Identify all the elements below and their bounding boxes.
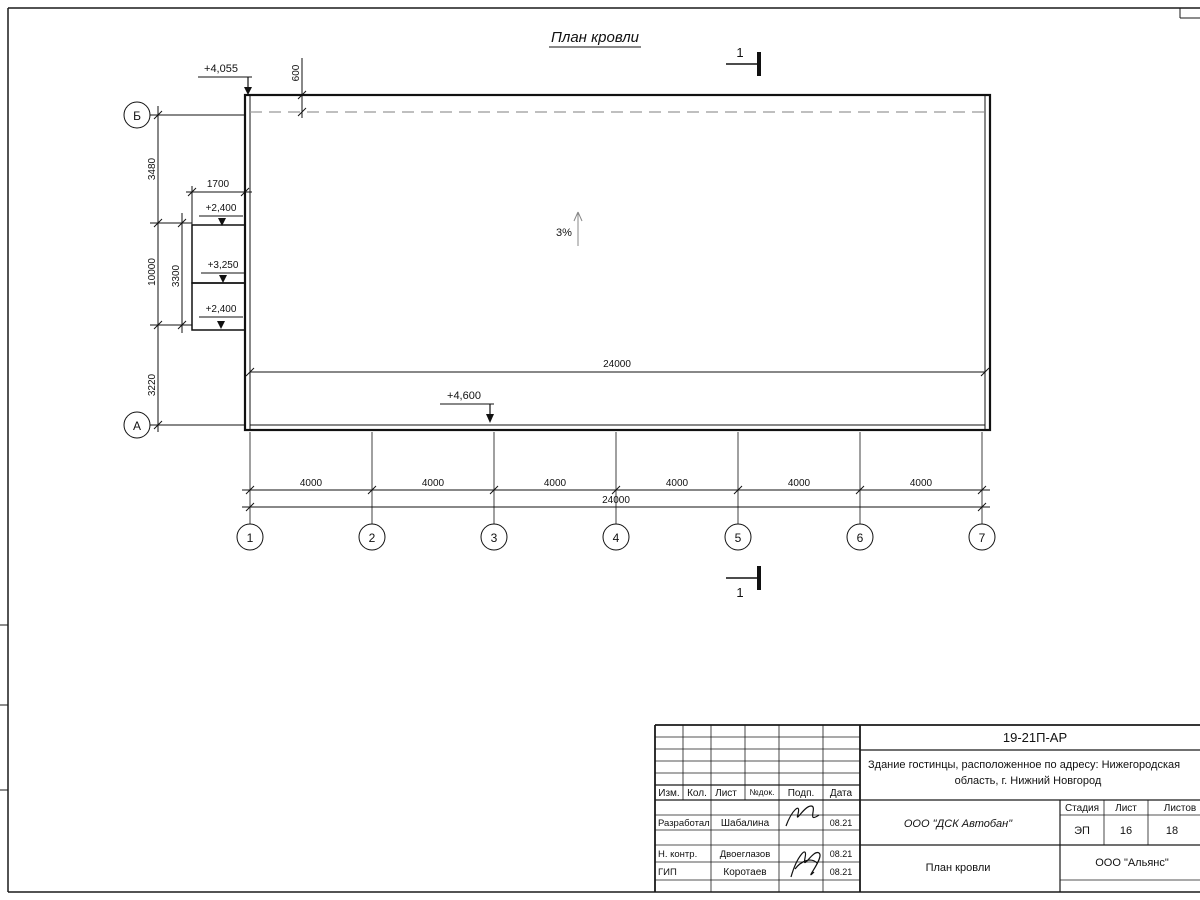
tb-stage-value: ЭП: [1074, 825, 1090, 837]
dim-total-24000: 24000: [602, 495, 630, 506]
row-bubble-a: [123, 411, 151, 439]
dim-4000-6: 4000: [910, 478, 933, 489]
tb-header-izm: Изм.: [658, 788, 679, 799]
dim-left-3480: 3480: [147, 157, 158, 180]
dim-4000-1: 4000: [300, 478, 323, 489]
slope-label: 3%: [556, 227, 572, 239]
col-label-4: 4: [613, 531, 620, 545]
tb-header-kol: Кол.: [687, 788, 707, 799]
tb-sheet-value: 16: [1120, 825, 1132, 837]
elev-2400-bottom-label: +2,400: [206, 304, 237, 315]
elev-4600-label: +4,600: [447, 390, 481, 402]
tb-date-gip: 08.21: [830, 867, 853, 877]
column-grid: [236, 432, 996, 551]
col-label-6: 6: [857, 531, 864, 545]
tb-name-ncontrol: Двоеглазов: [720, 849, 771, 860]
col-bubble-2: [358, 523, 386, 551]
row-bubble-b: [123, 101, 151, 129]
dim-600: 600: [291, 64, 302, 81]
row-label-b: Б: [133, 109, 141, 123]
tb-date-ncontrol: 08.21: [830, 849, 853, 859]
down-arrow-icon: [486, 414, 494, 423]
tb-sheet-label: Лист: [1115, 803, 1137, 814]
left-dimensions: [150, 106, 192, 432]
col-label-3: 3: [491, 531, 498, 545]
col-label-5: 5: [735, 531, 742, 545]
tb-header-list: Лист: [715, 788, 737, 799]
dim-1700: 1700: [207, 179, 230, 190]
signature: [785, 805, 820, 827]
dim-left-3220: 3220: [147, 373, 158, 396]
tb-project-line1: Здание гостинцы, расположенное по адресу…: [868, 759, 1180, 771]
tb-header-ndok: №док.: [750, 787, 775, 797]
down-arrow-icon: [244, 87, 252, 95]
tb-sheets-value: 18: [1166, 825, 1178, 837]
elevation-mark-4600: +4,600: [440, 390, 494, 423]
signature: [790, 851, 821, 878]
col-label-2: 2: [369, 531, 376, 545]
drawing-title: План кровли: [551, 29, 640, 46]
tb-role-developer: Разработал: [658, 818, 710, 829]
elevation-mark-3250: +3,250: [201, 260, 245, 283]
inner-length-dimension: [245, 367, 990, 377]
dim-4000-4: 4000: [666, 478, 689, 489]
tb-name-gip: Коротаев: [723, 867, 766, 878]
section-mark-top: 1: [726, 45, 761, 76]
down-arrow-icon: [218, 218, 226, 226]
section-mark-bottom: 1: [726, 566, 761, 600]
col-bubble-3: [480, 523, 508, 551]
col-bubble-4: [602, 523, 630, 551]
down-arrow-icon: [217, 321, 225, 329]
elev-4055-label: +4,055: [204, 63, 238, 75]
dim-4000-5: 4000: [788, 478, 811, 489]
up-arrow-icon: [573, 211, 579, 222]
titleblock-grid: [654, 724, 1200, 892]
elev-3250-label: +3,250: [208, 260, 239, 271]
elevation-mark-2400-bottom: +2,400: [199, 304, 243, 329]
tb-contractor: ООО "ДСК Автобан": [904, 818, 1013, 830]
row-label-a: А: [133, 419, 141, 433]
section-label-top: 1: [736, 45, 743, 60]
canopy-outline: [191, 224, 246, 331]
tb-project-line2: область, г. Нижний Новгород: [955, 775, 1102, 787]
overhang-dimension: [297, 58, 307, 118]
tb-drawing-name: План кровли: [926, 862, 991, 874]
col-bubble-5: [724, 523, 752, 551]
canopy-dimension: [186, 186, 252, 225]
tb-header-podp: Подп.: [788, 788, 815, 799]
elev-2400-top-label: +2,400: [206, 203, 237, 214]
col-bubble-6: [846, 523, 874, 551]
bottom-dimensions: [242, 485, 990, 512]
dim-left-3300: 3300: [171, 264, 182, 287]
tb-header-data: Дата: [830, 788, 853, 799]
dim-4000-2: 4000: [422, 478, 445, 489]
slope-indicator: 3%: [556, 211, 583, 246]
tb-stage-label: Стадия: [1065, 803, 1099, 814]
col-label-7: 7: [979, 531, 986, 545]
row-grid: [123, 101, 245, 439]
tb-organization: ООО "Альянс": [1095, 857, 1169, 869]
dim-4000-3: 4000: [544, 478, 567, 489]
tb-doc-number: 19-21П-АР: [1003, 730, 1067, 745]
col-bubble-1: [236, 523, 264, 551]
tb-name-developer: Шабалина: [721, 817, 770, 829]
drawing-title-group: План кровли: [549, 29, 641, 48]
tb-role-ncontrol: Н. контр.: [658, 849, 697, 860]
tb-role-gip: ГИП: [658, 867, 677, 878]
down-arrow-icon: [219, 275, 227, 283]
dim-left-10000: 10000: [147, 258, 158, 286]
col-label-1: 1: [247, 531, 254, 545]
tb-date-developer: 08.21: [830, 818, 853, 828]
tb-sheets-label: Листов: [1164, 803, 1197, 814]
elevation-mark-4055: +4,055: [198, 63, 252, 95]
dim-inner-24000: 24000: [603, 359, 631, 370]
section-label-bottom: 1: [736, 585, 743, 600]
sheet-frame: [0, 7, 1200, 893]
col-bubble-7: [968, 523, 996, 551]
elevation-mark-2400-top: +2,400: [199, 203, 243, 226]
